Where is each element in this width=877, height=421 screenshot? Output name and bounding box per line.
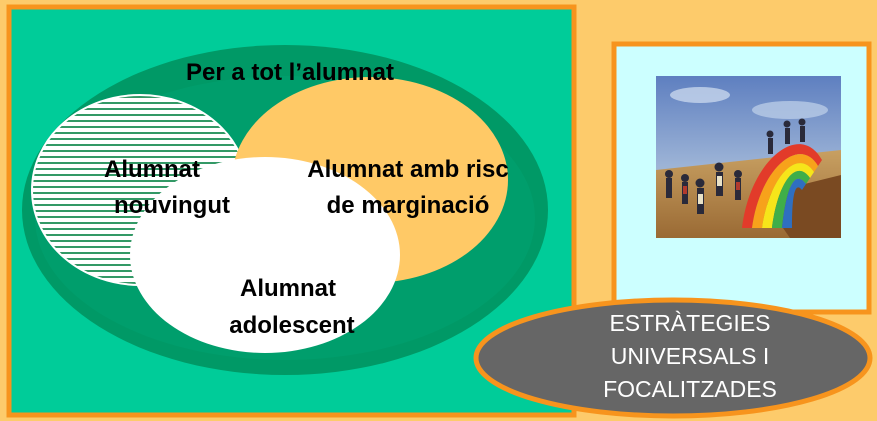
picture-panel [611,41,872,315]
risk-label-line1: Alumnat amb risc [307,156,508,183]
outer-label: Per a tot l’alumnat [186,59,394,86]
rainbow-bridge-painting [656,76,841,238]
strategies-badge-shape [473,297,873,419]
strategies-badge: ESTRÀTEGIES UNIVERSALS I FOCALITZADES [473,297,873,419]
strategies-badge-line2: UNIVERSALS I [611,343,770,369]
risk-label-line2: de marginació [327,192,490,219]
adolescent-label-line1: Alumnat [240,275,336,302]
newcomers-label-line2: nouvingut [114,192,230,219]
strategies-badge-line3: FOCALITZADES [603,376,777,402]
adolescent-label-line2: adolescent [229,312,354,339]
newcomers-label-line1: Alumnat [104,156,200,183]
strategies-badge-line1: ESTRÀTEGIES [609,310,770,336]
venn-panel: Per a tot l’alumnat Alumnat nouvingut Al… [6,4,577,418]
adolescent-ellipse [130,157,400,353]
